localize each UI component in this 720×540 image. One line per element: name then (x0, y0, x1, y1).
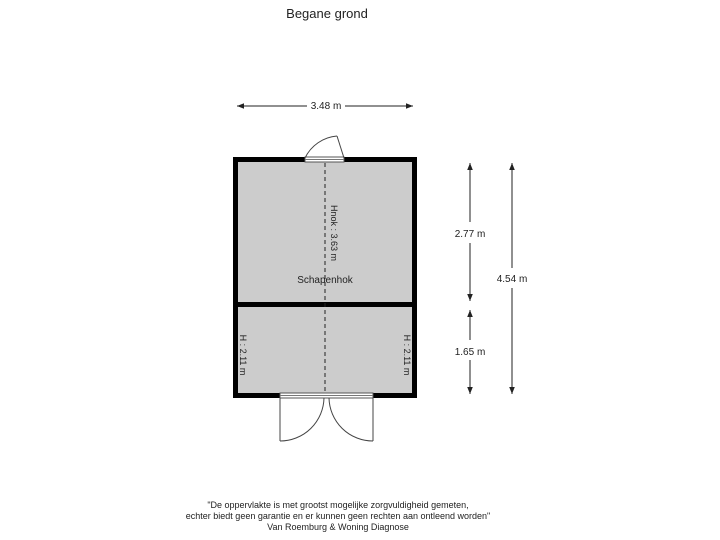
floor-title: Begane grond (286, 6, 368, 21)
wall-top-left (233, 157, 305, 162)
disclaimer-line-1: "De oppervlakte is met grootst mogelijke… (207, 500, 469, 510)
wall-bottom-left (233, 393, 280, 398)
upper-height-label: 2.77 m (455, 229, 486, 240)
disclaimer: "De oppervlakte is met grootst mogelijke… (0, 500, 676, 533)
width-dimension-label: 3.48 m (311, 101, 342, 112)
top-door (304, 135, 345, 163)
lower-height-label: 1.65 m (455, 347, 486, 358)
total-height-label: 4.54 m (497, 274, 528, 285)
ridge-height-label: Hnok : 3.63 m (329, 205, 339, 261)
wall-bottom-right (373, 393, 417, 398)
bottom-double-door (279, 392, 374, 442)
disclaimer-line-3: Van Roemburg & Woning Diagnose (267, 522, 409, 532)
top-door-swing (304, 135, 338, 159)
room-label-schapenhok: Schapenhok (297, 275, 354, 286)
top-door-leaf (336, 135, 345, 159)
wall-left (233, 157, 238, 398)
wall-top-right (344, 157, 417, 162)
left-height-label: H : 2.11 m (238, 335, 248, 376)
right-height-label: H : 2.11 m (402, 335, 412, 376)
bottom-door-swing-right (328, 397, 374, 442)
disclaimer-line-2: echter biedt geen garantie en er kunnen … (185, 511, 491, 521)
wall-right (412, 157, 417, 398)
bottom-door-swing-left (279, 397, 325, 442)
